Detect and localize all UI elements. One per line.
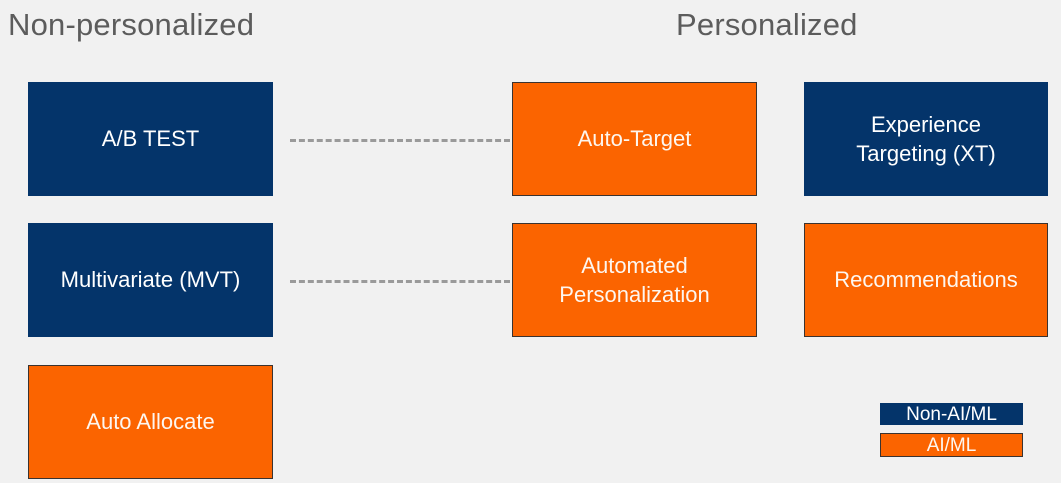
legend-item-non-ai-ml-label: Non-AI/ML: [906, 403, 997, 425]
node-experience-targeting[interactable]: Experience Targeting (XT): [804, 82, 1048, 196]
node-automated-personalization-label-line2: Personalization: [559, 282, 710, 307]
node-experience-targeting-label: Experience Targeting (XT): [856, 110, 995, 168]
node-recommendations-label: Recommendations: [834, 267, 1018, 293]
node-experience-targeting-label-line2: Targeting (XT): [856, 141, 996, 166]
legend-item-ai-ml-label: AI/ML: [926, 434, 977, 456]
node-auto-target-label: Auto-Target: [577, 126, 692, 152]
node-multivariate-label: Multivariate (MVT): [60, 267, 241, 293]
node-ab-test-label: A/B TEST: [101, 126, 200, 152]
node-automated-personalization[interactable]: Automated Personalization: [512, 223, 757, 337]
node-experience-targeting-label-line1: Experience: [870, 111, 982, 137]
node-ab-test[interactable]: A/B TEST: [28, 82, 273, 196]
legend-item-non-ai-ml: Non-AI/ML: [880, 403, 1023, 425]
node-auto-target[interactable]: Auto-Target: [512, 82, 757, 196]
node-auto-allocate-label: Auto Allocate: [86, 409, 215, 435]
connector-multivariate-to-automated-personalization: [290, 280, 510, 283]
legend: Non-AI/ML AI/ML: [880, 403, 1023, 457]
column-heading-personalized: Personalized: [676, 7, 858, 42]
node-auto-allocate[interactable]: Auto Allocate: [28, 365, 273, 479]
node-multivariate[interactable]: Multivariate (MVT): [28, 223, 273, 337]
node-automated-personalization-label-line1: Automated: [581, 252, 688, 278]
column-heading-non-personalized: Non-personalized: [8, 7, 255, 42]
node-automated-personalization-label: Automated Personalization: [559, 251, 709, 309]
node-recommendations[interactable]: Recommendations: [804, 223, 1048, 337]
legend-item-ai-ml: AI/ML: [880, 433, 1023, 457]
connector-ab-test-to-auto-target: [290, 139, 510, 142]
